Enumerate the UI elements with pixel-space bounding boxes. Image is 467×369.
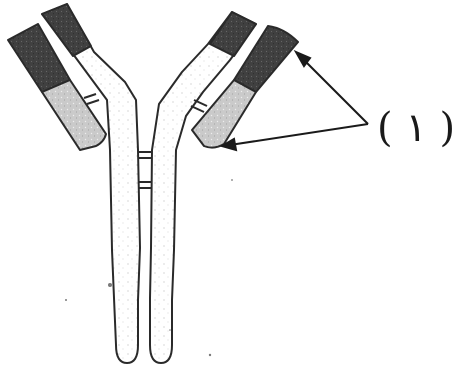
disulfide-bond-left-light [84, 94, 99, 104]
scan-speckles [65, 179, 233, 356]
light-chain-left [8, 24, 106, 150]
disulfide-bond-hinge [138, 152, 152, 188]
callout-label: ( ١ ) [377, 108, 455, 148]
heavy-chain-right [150, 12, 256, 363]
light-left-constant-region [42, 80, 106, 150]
